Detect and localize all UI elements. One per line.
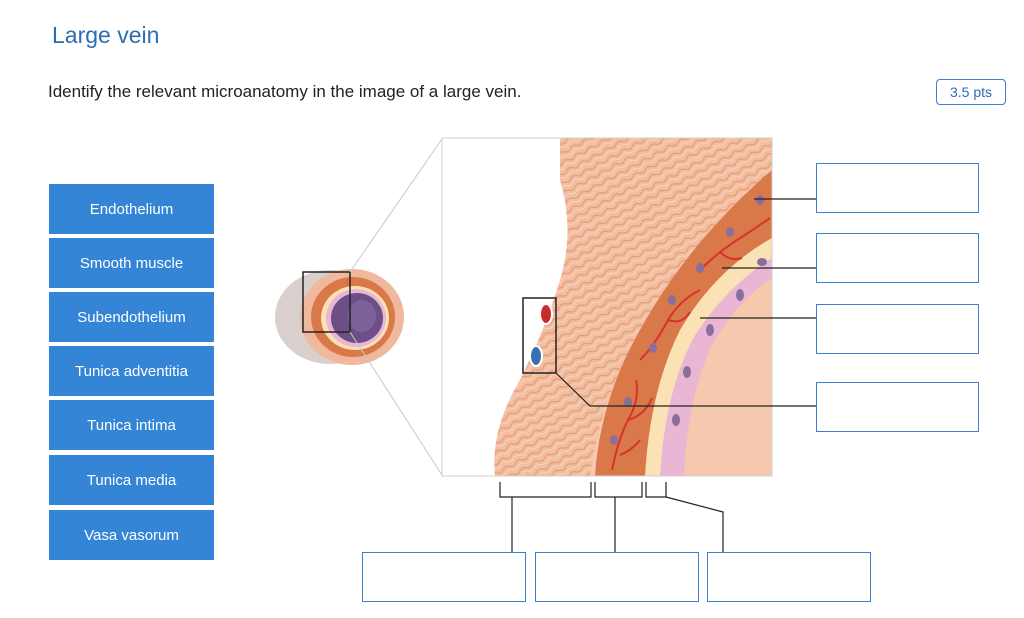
drop-zone-5[interactable] xyxy=(362,552,526,602)
drop-zone-6[interactable] xyxy=(535,552,699,602)
magnified-wall xyxy=(442,138,772,476)
vein-cross-section xyxy=(275,269,404,365)
drop-zone-7[interactable] xyxy=(707,552,871,602)
drop-zone-3[interactable] xyxy=(816,304,979,354)
drop-zone-1[interactable] xyxy=(816,163,979,213)
drop-zone-4[interactable] xyxy=(816,382,979,432)
drop-zone-2[interactable] xyxy=(816,233,979,283)
